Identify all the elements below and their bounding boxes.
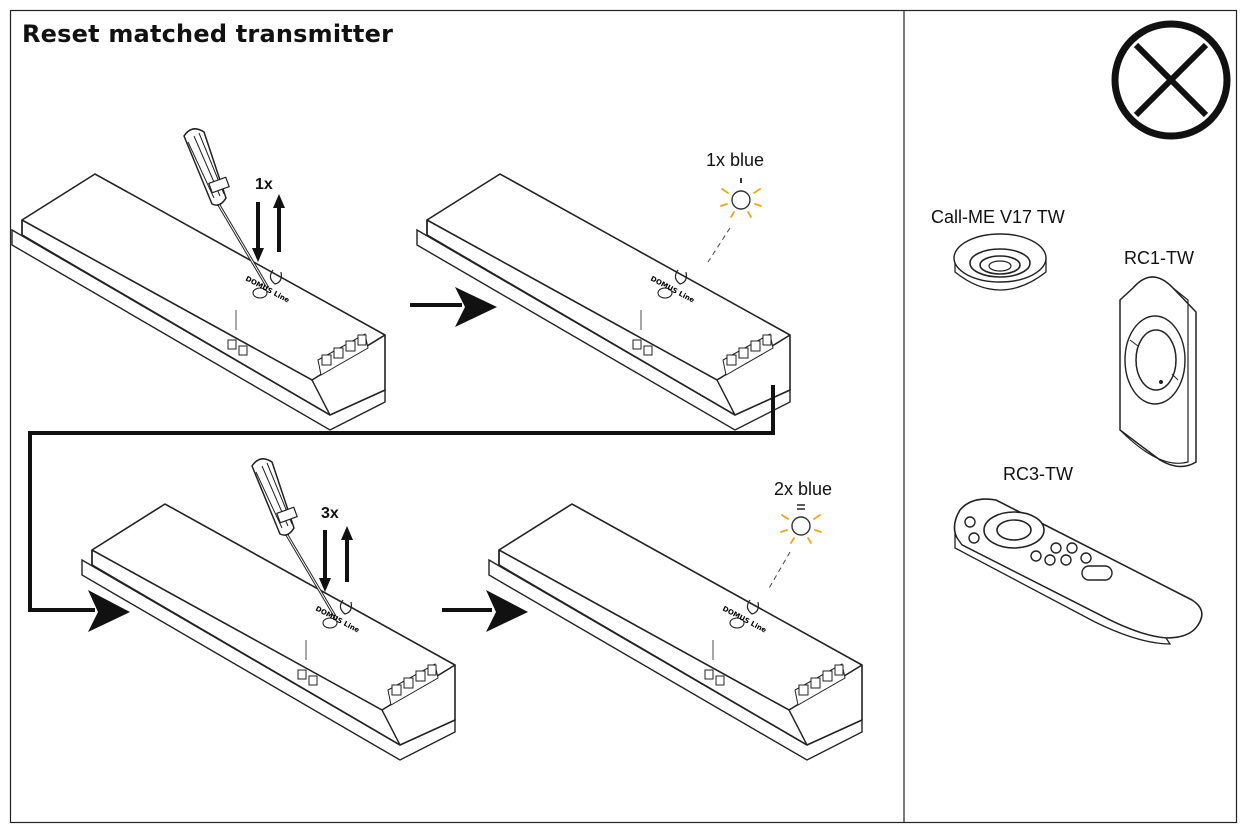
rc1-remote-icon (1119, 276, 1197, 468)
rc3-remote-icon (953, 498, 1203, 645)
controller-device (81, 503, 456, 761)
press-count-label: 3x (321, 505, 339, 522)
arrow-right-icon (442, 590, 528, 632)
circle-x-icon (1111, 20, 1231, 140)
arrow-right-icon (410, 287, 497, 327)
press-arrows-icon (252, 194, 285, 262)
page-title: Reset matched transmitter (22, 20, 394, 48)
connector-line (28, 385, 775, 612)
call-me-device-icon (953, 233, 1047, 291)
led-result-label: 2x blue (774, 479, 833, 499)
led-result-label: 1x blue (706, 150, 765, 170)
remote-label-rc3: RC3-TW (1003, 464, 1073, 484)
remote-label-rc1: RC1-TW (1124, 248, 1194, 268)
controller-device (488, 503, 863, 761)
controller-device (11, 173, 386, 431)
led-bulb-icon (780, 514, 822, 544)
arrow-right-icon (88, 590, 130, 632)
press-arrows-icon (319, 526, 353, 592)
press-count-label: 1x (255, 176, 273, 193)
remote-label-call-me: Call-ME V17 TW (931, 207, 1065, 227)
led-bulb-icon (720, 188, 762, 218)
